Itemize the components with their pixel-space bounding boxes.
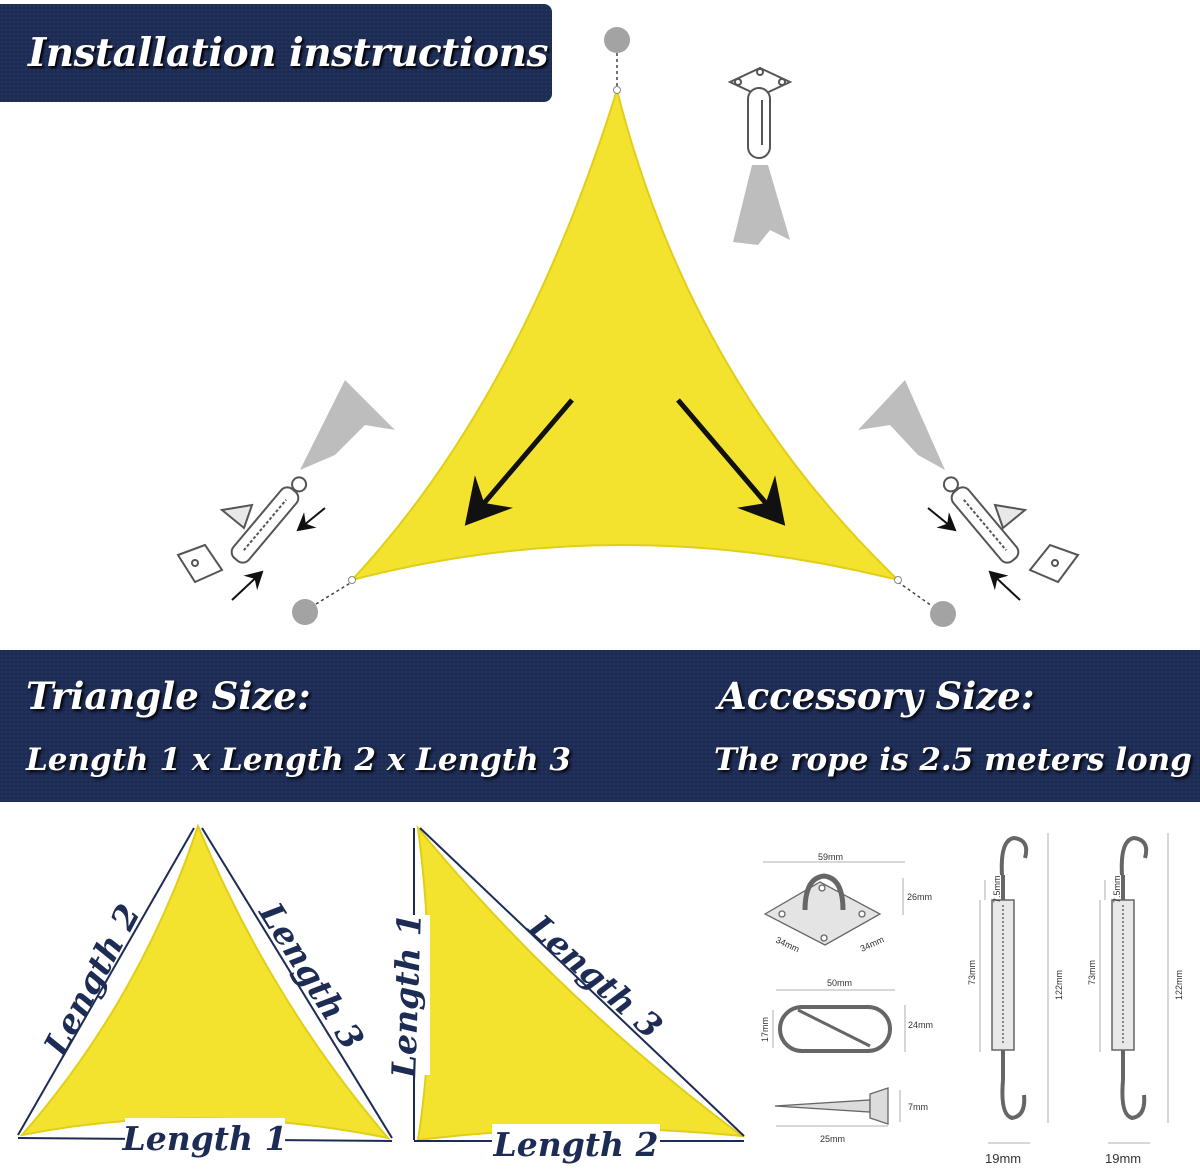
equilateral-label-right: Length 3 — [251, 895, 372, 1056]
carabiner-length: 50mm — [827, 978, 852, 988]
installation-diagram — [176, 27, 1080, 627]
title-banner: Installation instructions — [0, 4, 552, 102]
size-info-band: Triangle Size: Length 1 x Length 2 x Len… — [0, 650, 1200, 802]
small-arrow-left-1 — [296, 507, 326, 532]
small-arrow-left-2 — [231, 570, 264, 601]
hardware-left — [176, 380, 395, 584]
anchor-point-right — [930, 601, 956, 627]
side-line-bottom — [17, 1137, 393, 1142]
equilateral-sail — [19, 823, 391, 1140]
shade-sail — [348, 86, 902, 582]
equilateral-triangle-diagram: Length 2 Length 3 Length 1 — [17, 823, 393, 1158]
right-triangle-diagram: Length 1 Length 3 Length 2 — [384, 824, 746, 1164]
turnbuckle-1-body: 73mm — [967, 960, 977, 985]
anchor-point-top — [604, 27, 630, 53]
right-label-hypotenuse: Length 3 — [521, 906, 670, 1046]
pad-eye-side-a: 34mm — [774, 935, 801, 955]
tie-line-left — [315, 581, 353, 605]
turnbuckle-1-hook: 7.5mm — [992, 875, 1002, 903]
sail-ring-right — [894, 576, 902, 584]
turnbuckle-1-width: 19mm — [985, 1151, 1021, 1166]
turnbuckle-2-body: 73mm — [1087, 960, 1097, 985]
right-triangle-sail — [416, 824, 746, 1142]
right-label-bottom: Length 2 — [493, 1125, 659, 1164]
hardware-right — [858, 380, 1080, 584]
carabiner-inner: 17mm — [760, 1017, 770, 1042]
small-arrow-right-2 — [988, 570, 1021, 601]
triangle-size-formula: Length 1 x Length 2 x Length 3 — [26, 742, 571, 778]
screw-head: 7mm — [908, 1102, 928, 1112]
turnbuckle-1-accessory — [979, 833, 1049, 1144]
hardware-top — [727, 66, 793, 245]
carabiner-width: 24mm — [908, 1020, 933, 1030]
sail-ring-top — [613, 86, 621, 94]
carabiner-accessory — [772, 989, 906, 1053]
turnbuckle-1-total: 122mm — [1054, 970, 1064, 1000]
turnbuckle-2-width: 19mm — [1105, 1151, 1141, 1166]
page-title: Installation instructions — [28, 30, 548, 76]
tie-line-right — [897, 581, 933, 607]
equilateral-label-left: Length 2 — [35, 898, 147, 1063]
sail-ring-left — [348, 576, 356, 584]
pad-eye-width: 59mm — [818, 852, 843, 862]
turnbuckle-2-hook: 7.5mm — [1112, 875, 1122, 903]
side-line-left — [17, 827, 195, 1136]
side-line-right — [201, 827, 393, 1139]
rope-length-text: The rope is 2.5 meters long — [714, 742, 1192, 778]
tension-arrow-right — [676, 398, 786, 526]
anchor-point-left — [292, 599, 318, 625]
side-line-hypotenuse — [419, 827, 745, 1137]
turnbuckle-2-accessory — [1099, 833, 1169, 1144]
screw-length: 25mm — [820, 1134, 845, 1144]
right-label-left: Length 1 — [384, 912, 429, 1079]
pad-eye-height: 26mm — [907, 892, 932, 902]
screw-accessory — [774, 1087, 901, 1127]
pad-eye-accessory — [763, 861, 905, 946]
small-arrow-right-1 — [927, 507, 957, 532]
tension-arrow-left — [464, 398, 574, 526]
equilateral-label-bottom: Length 1 — [122, 1119, 288, 1158]
turnbuckle-2-total: 122mm — [1174, 970, 1184, 1000]
accessory-size-heading: Accessory Size: — [718, 674, 1035, 718]
triangle-size-heading: Triangle Size: — [26, 674, 311, 718]
pad-eye-side-b: 34mm — [859, 934, 886, 954]
